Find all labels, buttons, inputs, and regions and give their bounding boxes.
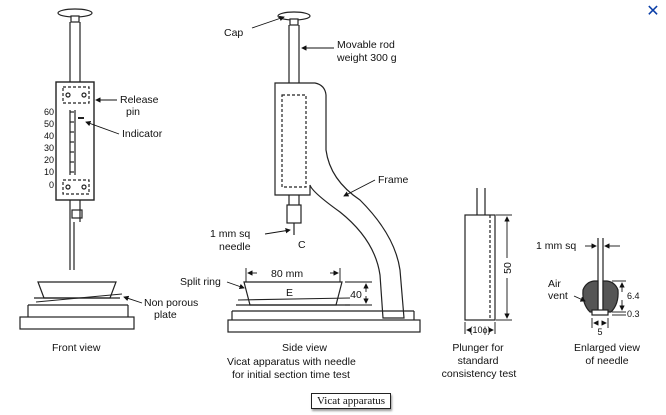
- close-x-icon[interactable]: ✕: [646, 1, 660, 20]
- non-porous-label-2: plate: [154, 309, 177, 321]
- dim-5-label: 5: [597, 327, 602, 337]
- dim-10-label: (10ϕ): [469, 325, 490, 335]
- needle-detail-caption-2: of needle: [585, 355, 628, 367]
- dim-0-3-label: 0.3: [627, 309, 640, 319]
- cap-label: Cap: [224, 27, 243, 39]
- needle-label: 1 mm sq: [210, 228, 250, 240]
- front-view-title: Front view: [52, 342, 101, 354]
- release-pin-label-2: pin: [126, 106, 140, 118]
- dim-40-label: 40: [350, 289, 362, 301]
- side-view-caption: Vicat apparatus with needle: [227, 356, 356, 368]
- mould-e-label: E: [286, 287, 293, 299]
- split-ring-label: Split ring: [180, 276, 221, 288]
- air-vent-label-2: vent: [548, 290, 568, 302]
- plunger-drawing: [464, 188, 496, 321]
- needle-detail-caption: Enlarged view: [574, 342, 640, 354]
- svg-text:0: 0: [49, 180, 54, 190]
- dim-6-4-label: 6.4: [627, 291, 640, 301]
- plunger-caption-3: consistency test: [442, 368, 517, 380]
- svg-text:60: 60: [44, 107, 54, 117]
- side-view-drawing: [227, 11, 421, 333]
- front-view-scale-labels: 60 50 40 30 20 10 0: [44, 107, 54, 190]
- front-view-drawing: [19, 8, 135, 330]
- non-porous-label: Non porous: [144, 297, 198, 309]
- indicator-label: Indicator: [122, 128, 163, 140]
- needle-detail-leaders: [573, 243, 626, 328]
- point-c-label: C: [298, 239, 306, 251]
- plunger-leaders: [464, 214, 512, 334]
- side-view-caption-2: for initial section time test: [232, 369, 350, 381]
- needle-size-label: 1 mm sq: [536, 240, 576, 252]
- enlarged-needle-drawing: [582, 238, 619, 316]
- side-view-title: Side view: [282, 342, 327, 354]
- side-view-leaders: [226, 15, 376, 306]
- svg-text:30: 30: [44, 143, 54, 153]
- figure-caption: Vicat apparatus: [311, 393, 392, 409]
- air-vent-label: Air: [548, 278, 561, 290]
- movable-rod-label-2: weight 300 g: [336, 52, 397, 64]
- front-view-leaders: [85, 97, 143, 304]
- svg-text:50: 50: [44, 119, 54, 129]
- movable-rod-label: Movable rod: [337, 39, 395, 51]
- svg-text:40: 40: [44, 131, 54, 141]
- dim-50-label: 50: [502, 262, 514, 274]
- frame-label: Frame: [378, 174, 408, 186]
- dim-80-label: 80 mm: [271, 268, 303, 280]
- release-pin-label: Release: [120, 94, 159, 106]
- plunger-caption: Plunger for: [452, 342, 504, 354]
- svg-text:20: 20: [44, 155, 54, 165]
- svg-text:10: 10: [44, 167, 54, 177]
- needle-label-2: needle: [219, 241, 251, 253]
- plunger-caption-2: standard: [458, 355, 499, 367]
